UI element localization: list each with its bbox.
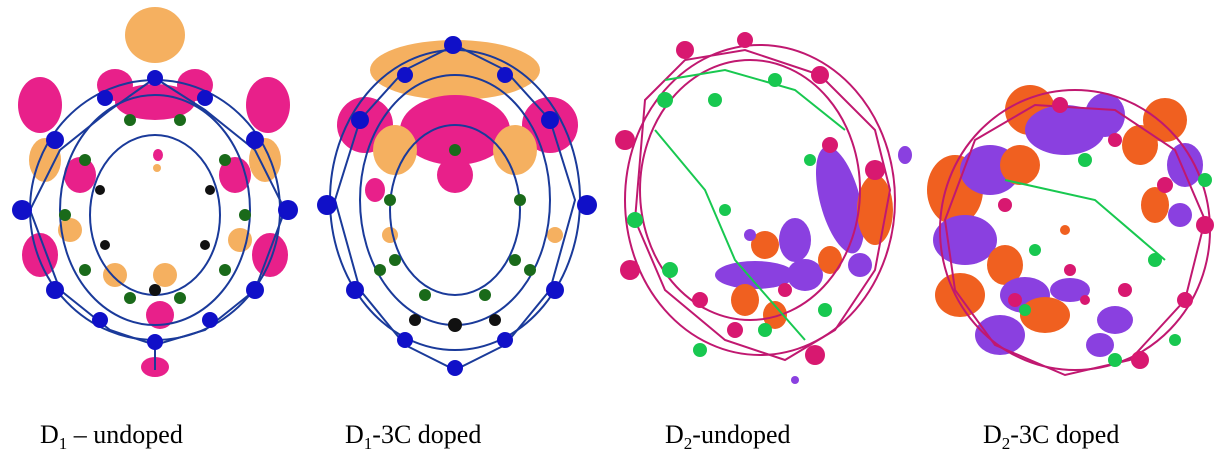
caption-subscript: 2 [683, 434, 693, 454]
caption-d1-undoped: D1 – undoped [40, 420, 183, 454]
caption-rest: -undoped [692, 420, 791, 449]
molecule-render-d2-undoped [615, 32, 912, 384]
molecule-panel-d1-undoped [0, 0, 310, 400]
atoms [317, 36, 597, 376]
isosurface-lobes [337, 40, 578, 243]
caption-subscript: 1 [363, 434, 373, 454]
isosurface-lobes [715, 146, 912, 329]
molecule-panel-d2-undoped [605, 0, 915, 400]
caption-main: D [345, 420, 364, 449]
caption-main: D [983, 420, 1002, 449]
caption-rest: – undoped [67, 420, 183, 449]
caption-d2-3c-doped: D2-3C doped [983, 420, 1119, 454]
molecule-panel-d1-3c-doped [305, 0, 605, 400]
atoms [615, 32, 885, 384]
atoms [998, 97, 1214, 369]
caption-main: D [40, 420, 59, 449]
caption-rest: -3C doped [372, 420, 482, 449]
molecule-render-d2-3c-doped [927, 85, 1214, 377]
bond-network [624, 44, 896, 362]
caption-d1-3c-doped: D1-3C doped [345, 420, 481, 454]
isosurface-lobes [927, 85, 1203, 357]
caption-main: D [665, 420, 684, 449]
atoms [12, 70, 298, 350]
caption-subscript: 1 [58, 434, 68, 454]
caption-rest: -3C doped [1010, 420, 1120, 449]
molecule-render-d1-undoped [12, 7, 298, 377]
molecule-panel-d2-3c-doped [915, 0, 1217, 400]
caption-subscript: 2 [1001, 434, 1011, 454]
isosurface-lobes [18, 7, 290, 377]
molecule-render-d1-3c-doped [317, 36, 597, 376]
caption-d2-undoped: D2-undoped [665, 420, 790, 454]
